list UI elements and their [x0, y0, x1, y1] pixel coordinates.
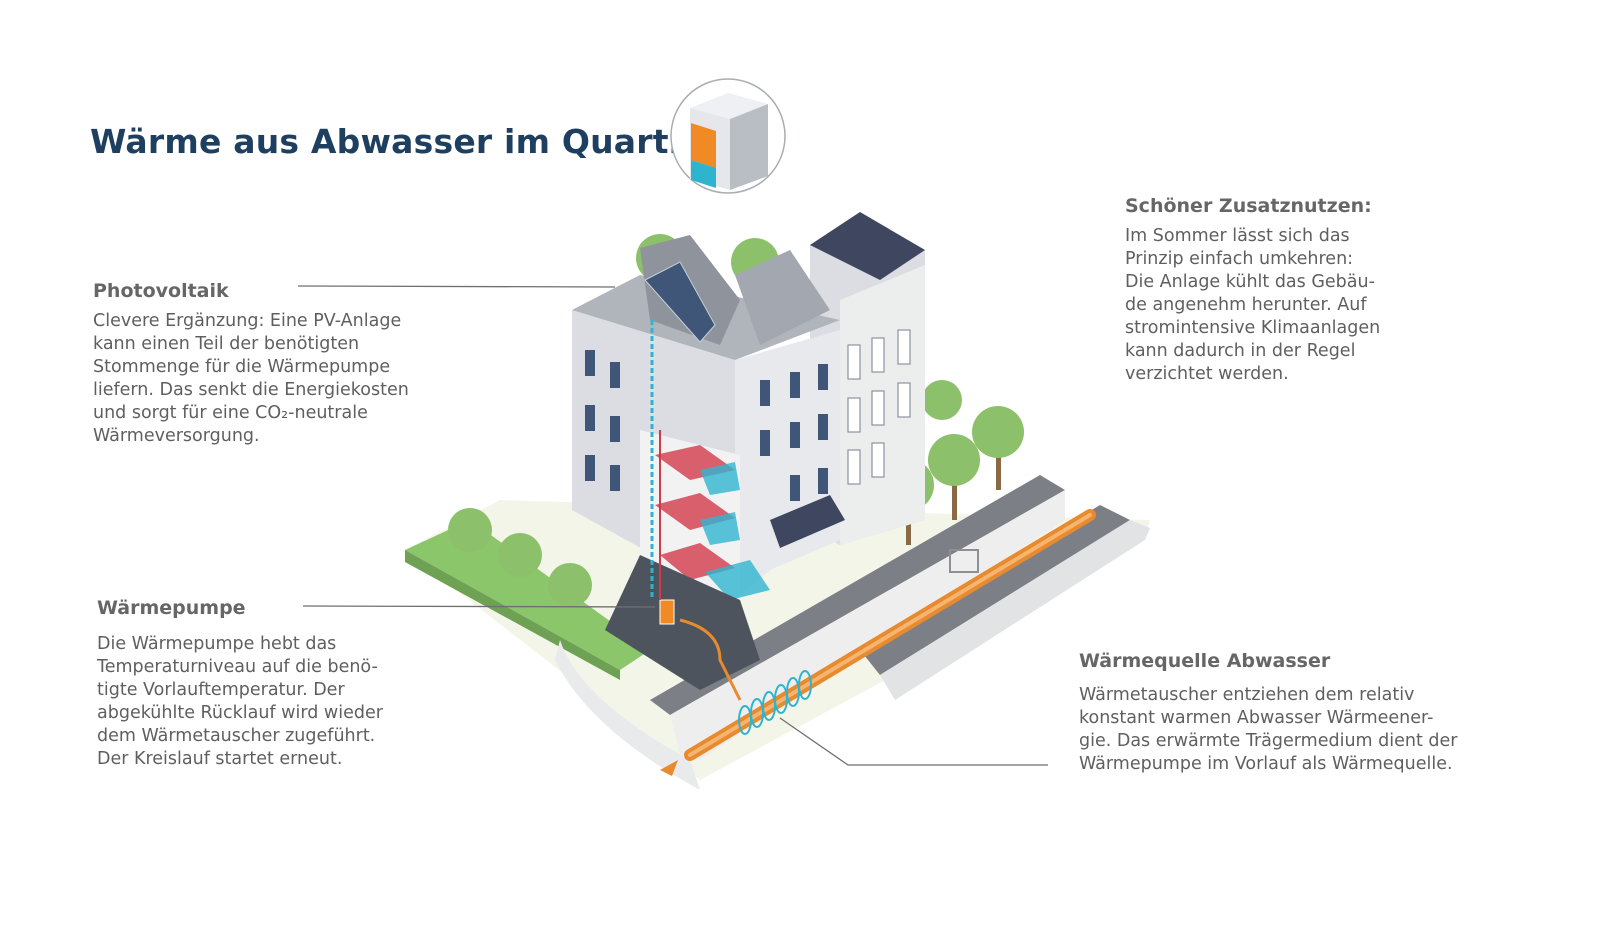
section-body-zusatznutzen: Im Sommer lässt sich das Prinzip einfach…	[1125, 226, 1381, 384]
main-building	[572, 235, 845, 701]
section-body-abwasser: Wärmetauscher entziehen dem relativ kons…	[1079, 685, 1458, 774]
section-heading-abwasser: Wärmequelle Abwasser	[1079, 650, 1331, 672]
heat-pump-unit-icon	[670, 78, 786, 194]
leader-line-abwasser	[779, 717, 1048, 766]
section-heading-waermepumpe: Wärmepumpe	[97, 597, 246, 619]
section-photovoltaik: Photovoltaik Clevere Ergänzung: Eine PV-…	[93, 280, 433, 448]
section-waermepumpe: Wärmepumpe Die Wärmepumpe hebt das Tempe…	[97, 597, 437, 771]
section-heading-zusatznutzen: Schöner Zusatznutzen:	[1125, 195, 1372, 217]
page-title: Wärme aus Abwasser im Quartier	[90, 122, 720, 161]
section-body-photovoltaik: Clevere Ergänzung: Eine PV-Anlage kann e…	[93, 311, 409, 446]
section-heading-photovoltaik: Photovoltaik	[93, 280, 229, 302]
section-abwasser: Wärmequelle Abwasser Wärmetauscher entzi…	[1079, 650, 1499, 776]
section-body-waermepumpe: Die Wärmepumpe hebt das Temperaturniveau…	[97, 634, 383, 769]
leader-line-photovoltaik	[297, 285, 616, 288]
leader-line-waermepumpe	[302, 605, 656, 608]
leader-lines	[297, 285, 1048, 766]
section-zusatznutzen: Schöner Zusatznutzen: Im Sommer lässt si…	[1125, 195, 1425, 386]
